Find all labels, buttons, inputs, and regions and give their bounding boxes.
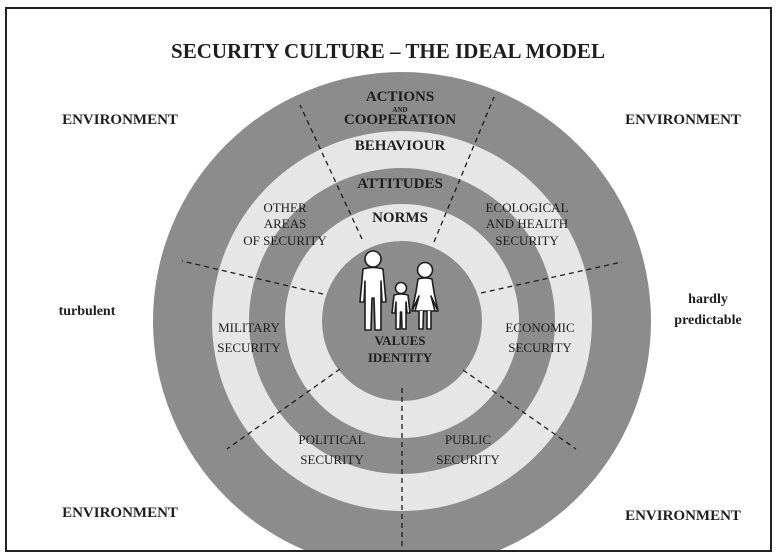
man-figure-icon (359, 250, 387, 331)
environment-label-top-right: ENVIRONMENT (625, 112, 741, 128)
sector-ecological-line3: SECURITY (495, 233, 559, 248)
sector-political-line2: SECURITY (300, 452, 364, 467)
sector-dividers (181, 96, 623, 550)
sector-political-line1: POLITICAL (298, 432, 365, 447)
sector-military-line1: MILITARY (218, 320, 280, 335)
divider-left (181, 260, 324, 295)
woman-figure-icon (411, 261, 439, 330)
ring-label-attitudes: ATTITUDES (357, 176, 443, 192)
sector-labels: OTHER AREAS OF SECURITY ECOLOGICAL AND H… (217, 200, 574, 467)
family-icon (359, 250, 439, 331)
sector-other-line1: OTHER (263, 200, 307, 215)
divider-top-left (299, 104, 363, 240)
environment-label-turbulent: turbulent (59, 304, 116, 319)
center-label-identity: IDENTITY (368, 350, 433, 365)
sector-other-line2: AREAS (264, 216, 307, 231)
sector-military-line2: SECURITY (217, 340, 281, 355)
sector-economic-line2: SECURITY (508, 340, 572, 355)
diagram-frame (5, 7, 772, 552)
sector-ecological-line1: ECOLOGICAL (485, 200, 568, 215)
environment-label-predictable: predictable (674, 313, 741, 328)
ring-label-norms: NORMS (372, 210, 428, 226)
divider-right (480, 261, 623, 294)
sector-ecological-line2: AND HEALTH (486, 216, 568, 231)
ring-label-actions: ACTIONS (366, 89, 434, 105)
ring-label-behaviour: BEHAVIOUR (355, 138, 446, 154)
child-figure-icon (391, 281, 411, 330)
ring-label-and: AND (392, 106, 407, 114)
sector-public-line1: PUBLIC (445, 432, 491, 447)
environment-label-bottom-right: ENVIRONMENT (625, 508, 741, 524)
environment-label-top-left: ENVIRONMENT (62, 112, 178, 128)
center-label-values: VALUES (374, 333, 425, 348)
sector-other-line3: OF SECURITY (243, 233, 327, 248)
sector-economic-line1: ECONOMIC (505, 320, 574, 335)
environment-label-bottom-left: ENVIRONMENT (62, 505, 178, 521)
divider-bottom-right (462, 369, 577, 450)
ring-label-cooperation: COOPERATION (344, 112, 456, 128)
environment-label-hardly: hardly (688, 292, 728, 307)
divider-top-right (433, 96, 495, 243)
diagram-title: SECURITY CULTURE – THE IDEAL MODEL (171, 39, 605, 63)
sector-public-line2: SECURITY (436, 452, 500, 467)
